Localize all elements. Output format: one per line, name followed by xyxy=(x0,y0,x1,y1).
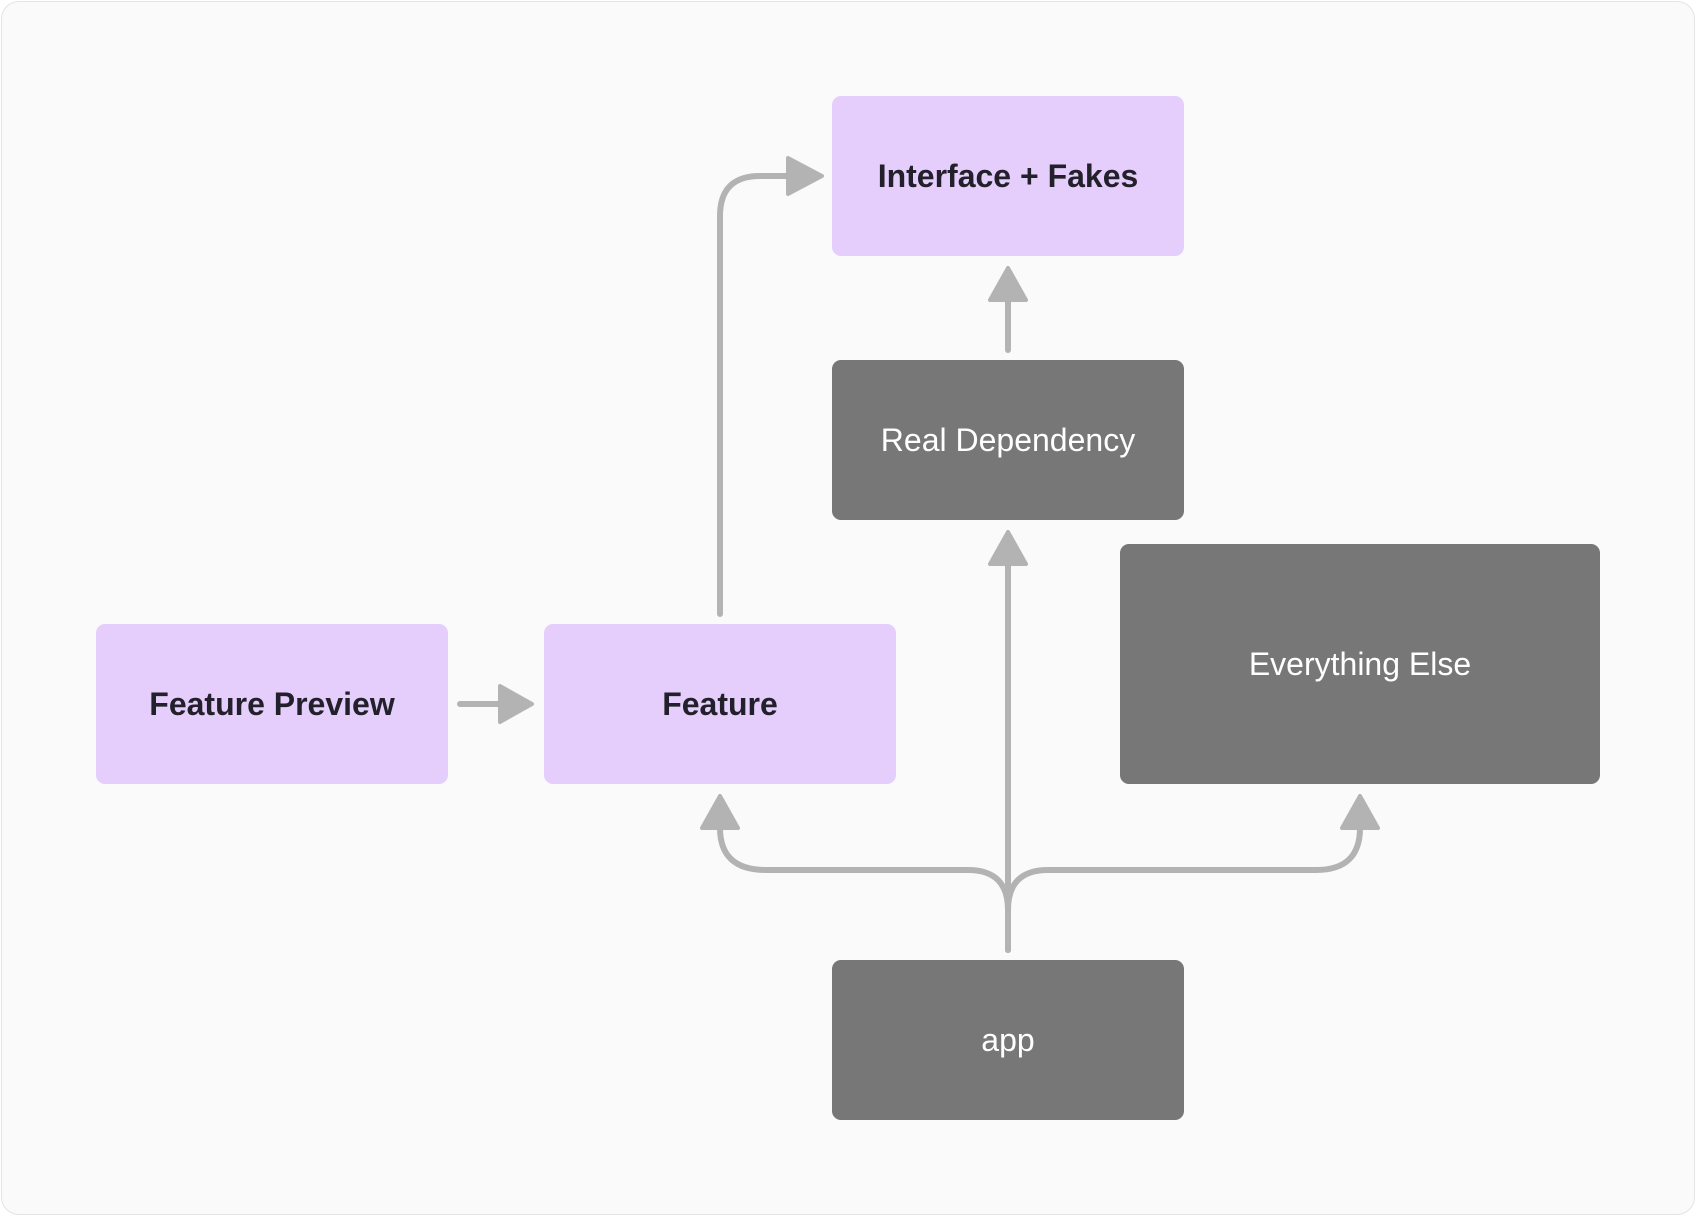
node-feature-preview: Feature Preview xyxy=(96,624,448,784)
arrowhead-real-bottom xyxy=(988,530,1028,566)
edge-app-to-feature xyxy=(717,825,1011,953)
node-app: app xyxy=(832,960,1184,1120)
arrowhead-interface-bottom xyxy=(988,266,1028,302)
arrowhead-feature-bottom xyxy=(700,794,740,830)
arrowhead-else-bottom xyxy=(1340,794,1380,830)
node-interface-fakes: Interface + Fakes xyxy=(832,96,1184,256)
node-real-dependency: Real Dependency xyxy=(832,360,1184,520)
arrowhead-interface-left xyxy=(786,156,824,196)
edge-feature-to-interface xyxy=(717,173,793,617)
arrowhead-feature-left xyxy=(498,684,534,724)
node-feature: Feature xyxy=(544,624,896,784)
edge-app-to-else xyxy=(1005,825,1363,953)
node-everything-else: Everything Else xyxy=(1120,544,1600,784)
